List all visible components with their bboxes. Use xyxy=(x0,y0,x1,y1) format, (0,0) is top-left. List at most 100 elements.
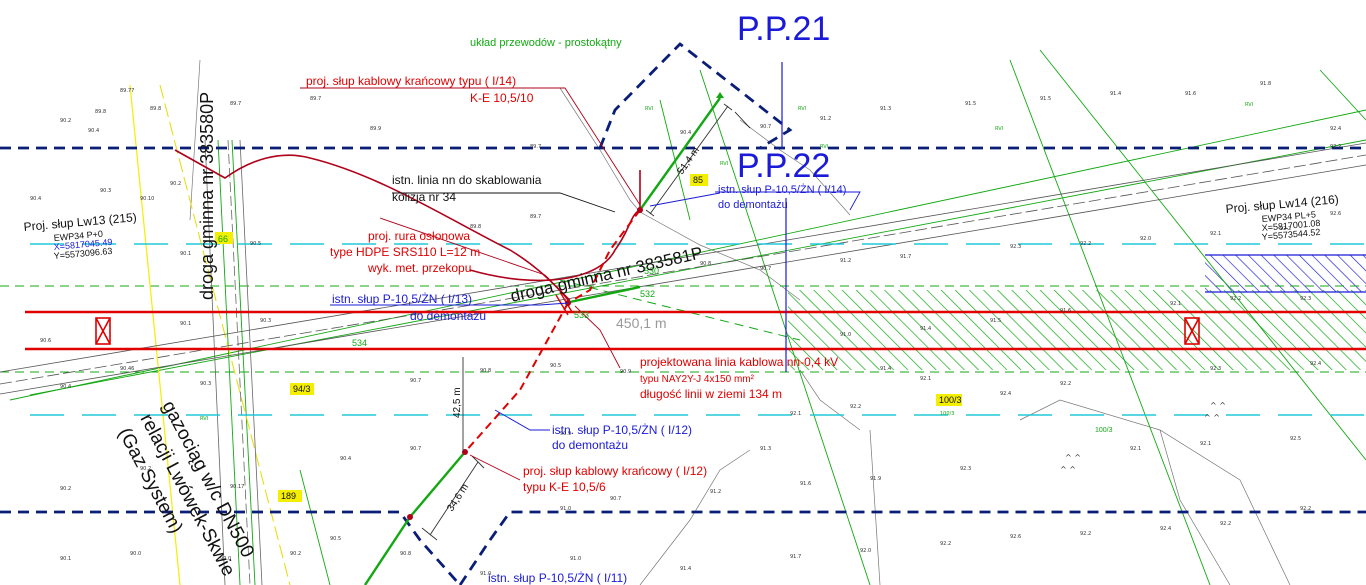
svg-text:92.3: 92.3 xyxy=(1210,366,1221,372)
svg-text:90.8: 90.8 xyxy=(700,261,711,267)
svg-text:90.1: 90.1 xyxy=(60,556,71,562)
svg-text:92.1: 92.1 xyxy=(1210,231,1221,237)
nn-line-label1: istn. linia nn do skablowania xyxy=(392,173,542,187)
svg-text:92.3: 92.3 xyxy=(960,466,971,472)
pole-i13-label2: do demontażu xyxy=(410,309,486,323)
svg-text:92.4: 92.4 xyxy=(1310,361,1321,367)
dist-main: 450,1 m xyxy=(616,315,667,331)
svg-text:91.4: 91.4 xyxy=(920,326,931,332)
svg-text:90.5: 90.5 xyxy=(250,241,261,247)
svg-text:90.4: 90.4 xyxy=(680,130,691,136)
svg-text:90.1: 90.1 xyxy=(180,321,191,327)
svg-text:89.8: 89.8 xyxy=(95,109,106,115)
svg-text:90.7: 90.7 xyxy=(410,378,421,384)
svg-text:90.7: 90.7 xyxy=(760,266,771,272)
svg-text:90.3: 90.3 xyxy=(100,188,111,194)
green-cable xyxy=(363,97,721,585)
parcel-532: 532 xyxy=(640,289,655,299)
svg-text:90.4: 90.4 xyxy=(60,384,71,390)
green-boundaries xyxy=(9,49,1366,585)
svg-text:90.4: 90.4 xyxy=(30,196,41,202)
svg-text:RVI: RVI xyxy=(645,106,653,112)
pole-i11-label: istn. słup P-10,5/ŻN ( I/11) xyxy=(488,571,627,585)
parcel-189: 189 xyxy=(281,491,296,501)
svg-text:90.2: 90.2 xyxy=(60,118,71,124)
cable-pole-i14-line2: K-E 10,5/10 xyxy=(470,91,534,105)
pipe-label1: proj. rura osłonowa xyxy=(368,229,470,243)
svg-text:90.2: 90.2 xyxy=(290,551,301,557)
svg-text:90.17: 90.17 xyxy=(230,484,244,490)
top-title: układ przewodów - prostokątny xyxy=(470,37,622,49)
svg-text:91.4: 91.4 xyxy=(680,566,691,572)
svg-text:RVI: RVI xyxy=(798,106,806,112)
svg-text:92.6: 92.6 xyxy=(1010,534,1021,540)
yellow-line-b xyxy=(159,84,291,585)
svg-text:92.2: 92.2 xyxy=(850,404,861,410)
pipe-label2: type HDPE SRS110 L=12 m xyxy=(330,245,480,259)
dim-42-5: 42,5 m xyxy=(452,387,463,418)
svg-text:92.2: 92.2 xyxy=(1230,296,1241,302)
svg-text:RVI: RVI xyxy=(720,161,728,167)
svg-text:90.10: 90.10 xyxy=(140,196,154,202)
parcel-533: 533 xyxy=(574,310,589,320)
sheet-boundary xyxy=(0,42,1366,585)
svg-text:91.2: 91.2 xyxy=(710,489,721,495)
svg-text:91.2: 91.2 xyxy=(820,116,831,122)
svg-text:90.3: 90.3 xyxy=(200,381,211,387)
svg-text:^ ^: ^ ^ xyxy=(1065,453,1081,462)
svg-text:91.0: 91.0 xyxy=(570,556,581,562)
svg-text:92.1: 92.1 xyxy=(1170,301,1181,307)
svg-text:RVI: RVI xyxy=(820,144,828,150)
svg-text:91.9: 91.9 xyxy=(870,476,881,482)
svg-text:90.2: 90.2 xyxy=(60,486,71,492)
pole-lw14-type: EWP34 PL+5 xyxy=(1261,209,1316,224)
svg-text:91.5: 91.5 xyxy=(1040,96,1051,102)
cable-pole-i12-label2: typu K-E 10,5/6 xyxy=(523,480,606,494)
parcel-100-3b: 100/3 xyxy=(1095,427,1113,434)
elevation-points: 89.77 89.8 89.8 90.2 90.4 90.3 90.10 90.2 90.4… xyxy=(30,81,1341,577)
pole-marker-left xyxy=(95,317,111,345)
svg-text:89.8: 89.8 xyxy=(150,106,161,112)
marker-pp22: P.P.22 xyxy=(737,147,830,185)
svg-text:90.4: 90.4 xyxy=(88,128,99,134)
svg-text:89.77: 89.77 xyxy=(120,88,134,94)
projected-cable xyxy=(464,209,641,453)
svg-text:92.2: 92.2 xyxy=(1220,521,1231,527)
svg-text:90.4: 90.4 xyxy=(340,456,351,462)
marker-pp21: P.P.21 xyxy=(737,10,830,48)
svg-text:90.7: 90.7 xyxy=(410,446,421,452)
svg-text:92.2: 92.2 xyxy=(1330,144,1341,150)
svg-text:92.1: 92.1 xyxy=(790,411,801,417)
svg-text:91.3: 91.3 xyxy=(760,446,771,452)
pole-i12-label2: do demontażu xyxy=(552,438,628,452)
nn-line-label2: kolizja nr 34 xyxy=(392,190,456,204)
green-hatch-area xyxy=(788,290,1366,370)
svg-text:89.7: 89.7 xyxy=(310,96,321,102)
svg-text:92.2: 92.2 xyxy=(1300,506,1311,512)
svg-text:91.2: 91.2 xyxy=(840,258,851,264)
svg-text:92.1: 92.1 xyxy=(1200,441,1211,447)
svg-text:90.46: 90.46 xyxy=(120,366,134,372)
svg-text:91.4: 91.4 xyxy=(1110,91,1121,97)
svg-text:RVI: RVI xyxy=(995,126,1003,132)
pole-i13-label1: istn. słup P-10,5/ŻN ( I/13) xyxy=(332,292,472,306)
pole-lw13-type: EWP34 P+0 xyxy=(53,229,103,243)
svg-text:91.4: 91.4 xyxy=(880,366,891,372)
svg-text:^ ^: ^ ^ xyxy=(1060,465,1076,474)
cable-pole-i12-label1: proj. słup kablowy krańcowy ( I/12) xyxy=(523,464,707,478)
svg-text:89.8: 89.8 xyxy=(470,224,481,230)
pole-i12-label1: istn. słup P-10,5/ŻN ( I/12) xyxy=(552,423,692,437)
svg-text:91.5: 91.5 xyxy=(965,101,976,107)
parcel-100-3: 100/3 xyxy=(939,395,962,405)
svg-text:91.0: 91.0 xyxy=(480,571,491,577)
cable-line-label2: typu NAY2Y-J 4x150 mm² xyxy=(640,374,755,385)
svg-text:90.8: 90.8 xyxy=(400,551,411,557)
svg-text:90.2: 90.2 xyxy=(140,466,151,472)
cable-line-label1: projektowana linia kablowa nn-0,4 kV xyxy=(640,355,838,369)
svg-text:90.7: 90.7 xyxy=(610,496,621,502)
svg-text:92.3: 92.3 xyxy=(1010,244,1021,250)
overhead-line xyxy=(25,310,1366,351)
svg-text:92.4: 92.4 xyxy=(1000,391,1011,397)
svg-text:92.1: 92.1 xyxy=(1130,446,1141,452)
